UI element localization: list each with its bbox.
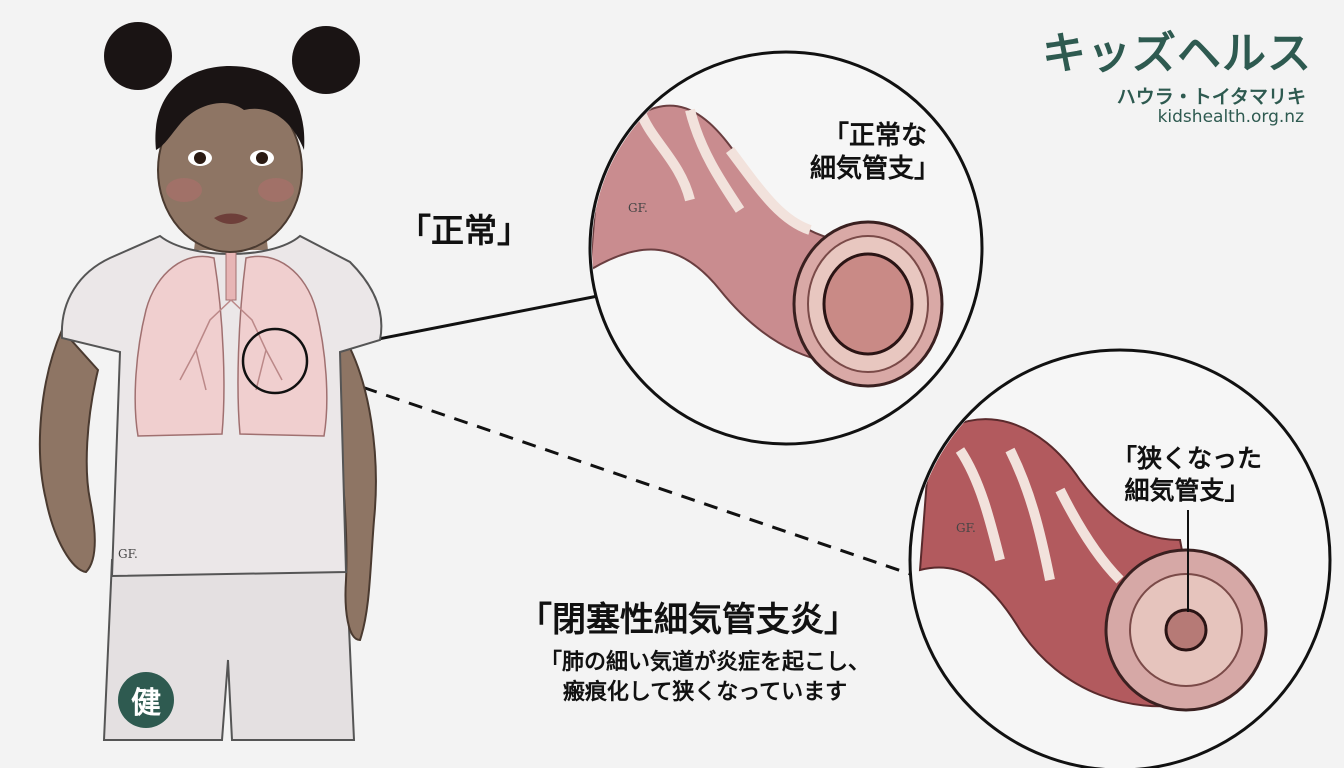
right-arm: [38, 328, 100, 574]
narrowed-bronchiole-zoom: GF.: [908, 348, 1332, 768]
mouth: [214, 213, 248, 224]
artist-signature-normal: GF.: [628, 201, 648, 215]
disease-description-line1: 「肺の細い気道が炎症を起こし、: [539, 650, 870, 675]
artist-signature-narrowed: GF.: [956, 521, 976, 535]
label-normal: 「正常」: [398, 211, 530, 250]
disease-name: 「閉塞性細気管支炎」: [518, 600, 858, 640]
label-narrowed-bronchiole: 「狭くなった 細気管支」: [1098, 443, 1276, 507]
label-normal-bronchiole-line1: 「正常な: [822, 121, 927, 151]
label-narrowed-bronchiole-line1: 「狭くなった: [1111, 444, 1262, 473]
trachea: [225, 249, 237, 301]
normal-bronchiole-zoom: GF.: [588, 50, 984, 446]
disease-description: 「肺の細い気道が炎症を起こし、 瘢痕化して狭くなっています: [520, 648, 890, 708]
child-figure: GF.: [38, 22, 383, 741]
label-narrowed-bronchiole-line2: 細気管支」: [1124, 476, 1250, 505]
label-normal-bronchiole: 「正常な 細気管支」: [800, 120, 950, 186]
hair-bun-right: [292, 26, 360, 94]
artist-signature-shirt: GF.: [118, 547, 138, 561]
connector-dashed-line: [317, 370, 923, 580]
brand-title: キッズヘルス: [1042, 28, 1312, 79]
brand-url: kidshealth.org.nz: [1157, 107, 1304, 127]
left-lung: [237, 255, 328, 437]
brand-subtitle: ハウラ・トイタマリキ: [1116, 86, 1306, 108]
zoom-marker-circle: [241, 327, 309, 395]
hair: [155, 66, 305, 150]
health-badge: 健: [118, 672, 174, 728]
bronchi-branches: [179, 299, 283, 391]
disease-description-line2: 瘢痕化して狭くなっています: [562, 680, 848, 705]
hair-bun-left: [104, 22, 172, 90]
right-lung: [134, 255, 225, 437]
label-normal-bronchiole-line2: 細気管支」: [809, 154, 940, 184]
